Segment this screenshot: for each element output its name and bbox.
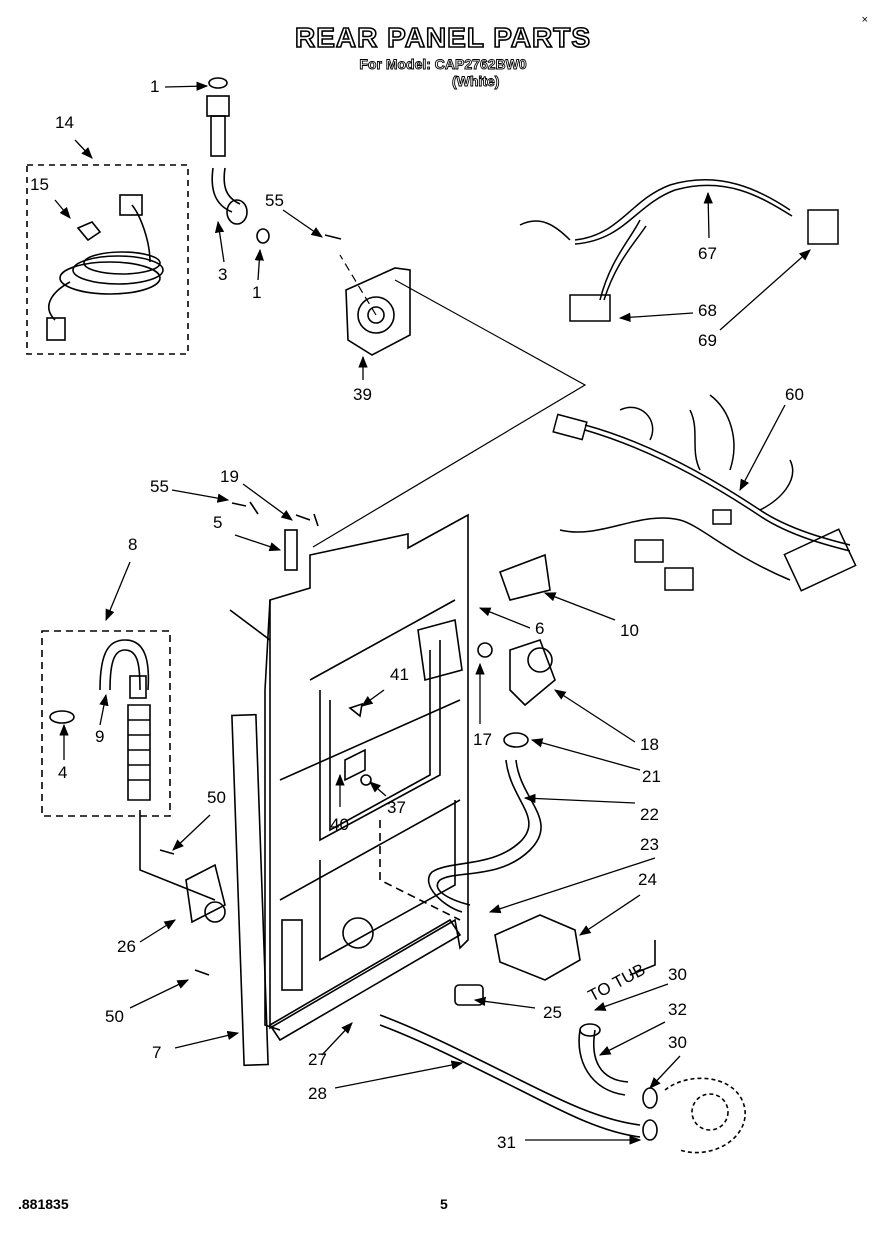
corner-mark: × — [861, 14, 868, 26]
callout-label-17: 17 — [473, 730, 492, 749]
callout-label-30: 30 — [668, 965, 687, 984]
fill-hose-parts — [206, 77, 342, 244]
callout-arrow-30 — [593, 983, 669, 1011]
callout-arrow-9 — [99, 693, 109, 726]
callout-arrow-24 — [579, 894, 641, 936]
inlet-plate-39 — [345, 267, 411, 356]
callout-arrow-14 — [74, 139, 93, 159]
page-title: REAR PANEL PARTS — [294, 21, 592, 54]
callout-label-18: 18 — [640, 735, 659, 754]
callout-label-39: 39 — [353, 385, 372, 404]
callout-label-55: 55 — [150, 477, 169, 496]
callout-arrow-22 — [523, 793, 636, 804]
callout-label-14: 14 — [55, 113, 74, 132]
callout-arrow-27 — [321, 1022, 353, 1056]
callout-arrow-5 — [234, 534, 282, 552]
callout-label-3: 3 — [218, 265, 227, 284]
callout-arrow-21 — [530, 738, 641, 771]
callout-arrow-8 — [105, 561, 131, 622]
callout-arrow-19 — [242, 483, 293, 521]
callout-label-1: 1 — [150, 77, 159, 96]
callout-arrow-67 — [703, 191, 713, 239]
annotation-to-tub: TO TUB — [585, 960, 648, 1006]
callout-label-50: 50 — [207, 788, 226, 807]
callout-label-30: 30 — [668, 1033, 687, 1052]
callout-label-67: 67 — [698, 244, 717, 263]
page-number: 5 — [440, 1196, 448, 1212]
callout-arrow-23 — [488, 857, 656, 914]
callout-arrow-55 — [171, 489, 230, 503]
callout-arrow-37 — [369, 781, 387, 797]
callout-label-69: 69 — [698, 331, 717, 350]
callout-label-7: 7 — [152, 1043, 161, 1062]
callout-label-10: 10 — [620, 621, 639, 640]
callout-arrow-18 — [554, 689, 636, 743]
callout-label-21: 21 — [642, 767, 661, 786]
callout-arrow-1 — [164, 81, 209, 91]
callout-arrow-68 — [618, 312, 694, 322]
wire-harness-60 — [552, 394, 857, 592]
callout-label-6: 6 — [535, 619, 544, 638]
callout-label-40: 40 — [330, 815, 349, 834]
kit-box-14 — [26, 164, 189, 355]
callout-label-37: 37 — [387, 798, 406, 817]
callout-arrow-10 — [543, 592, 616, 621]
callout-arrow-55 — [282, 209, 323, 238]
callout-arrow-28 — [334, 1060, 464, 1089]
rear-panel-small-parts — [231, 501, 556, 786]
drain-hose-kit-8 — [41, 630, 171, 817]
callout-label-5: 5 — [213, 513, 222, 532]
callout-arrow-25 — [473, 996, 536, 1009]
callout-arrow-1 — [254, 248, 264, 281]
callout-label-25: 25 — [543, 1003, 562, 1022]
power-cord-coil — [46, 194, 164, 341]
callout-label-19: 19 — [220, 467, 239, 486]
callout-label-24: 24 — [638, 870, 657, 889]
callout-label-31: 31 — [497, 1133, 516, 1152]
callout-arrow-6 — [478, 607, 531, 629]
callout-label-50: 50 — [105, 1007, 124, 1026]
drawing-code: .881835 — [18, 1196, 69, 1212]
callout-arrow-7 — [174, 1030, 240, 1049]
pump-and-hoses — [139, 713, 746, 1154]
wire-harness-67 — [519, 179, 839, 322]
callout-label-22: 22 — [640, 805, 659, 824]
callout-label-4: 4 — [58, 763, 67, 782]
callout-arrow-69 — [719, 249, 811, 331]
leader-lines — [312, 254, 587, 548]
callout-label-8: 8 — [128, 535, 137, 554]
callout-label-28: 28 — [308, 1084, 327, 1103]
callout-label-9: 9 — [95, 727, 104, 746]
callout-arrow-15 — [54, 199, 71, 219]
callout-label-26: 26 — [117, 937, 136, 956]
model-subtitle: For Model: CAP2762BW0 — [359, 56, 527, 73]
callout-label-23: 23 — [640, 835, 659, 854]
callout-arrow-32 — [598, 1021, 666, 1056]
callout-arrow-50 — [129, 979, 190, 1009]
callout-arrow-3 — [214, 220, 225, 263]
callout-label-41: 41 — [390, 665, 409, 684]
rear-panel — [229, 513, 469, 1042]
callout-arrow-41 — [361, 689, 385, 707]
callout-arrow-26 — [139, 919, 176, 943]
callout-arrow-60 — [739, 404, 786, 492]
callout-label-32: 32 — [668, 1000, 687, 1019]
callout-arrow-30 — [649, 1055, 681, 1089]
color-subtitle: (White) — [452, 73, 500, 90]
callout-label-68: 68 — [698, 301, 717, 320]
callout-label-55: 55 — [265, 191, 284, 210]
callout-label-15: 15 — [30, 175, 49, 194]
callout-label-60: 60 — [785, 385, 804, 404]
callout-label-1: 1 — [252, 283, 261, 302]
callout-arrow-50 — [172, 814, 211, 851]
